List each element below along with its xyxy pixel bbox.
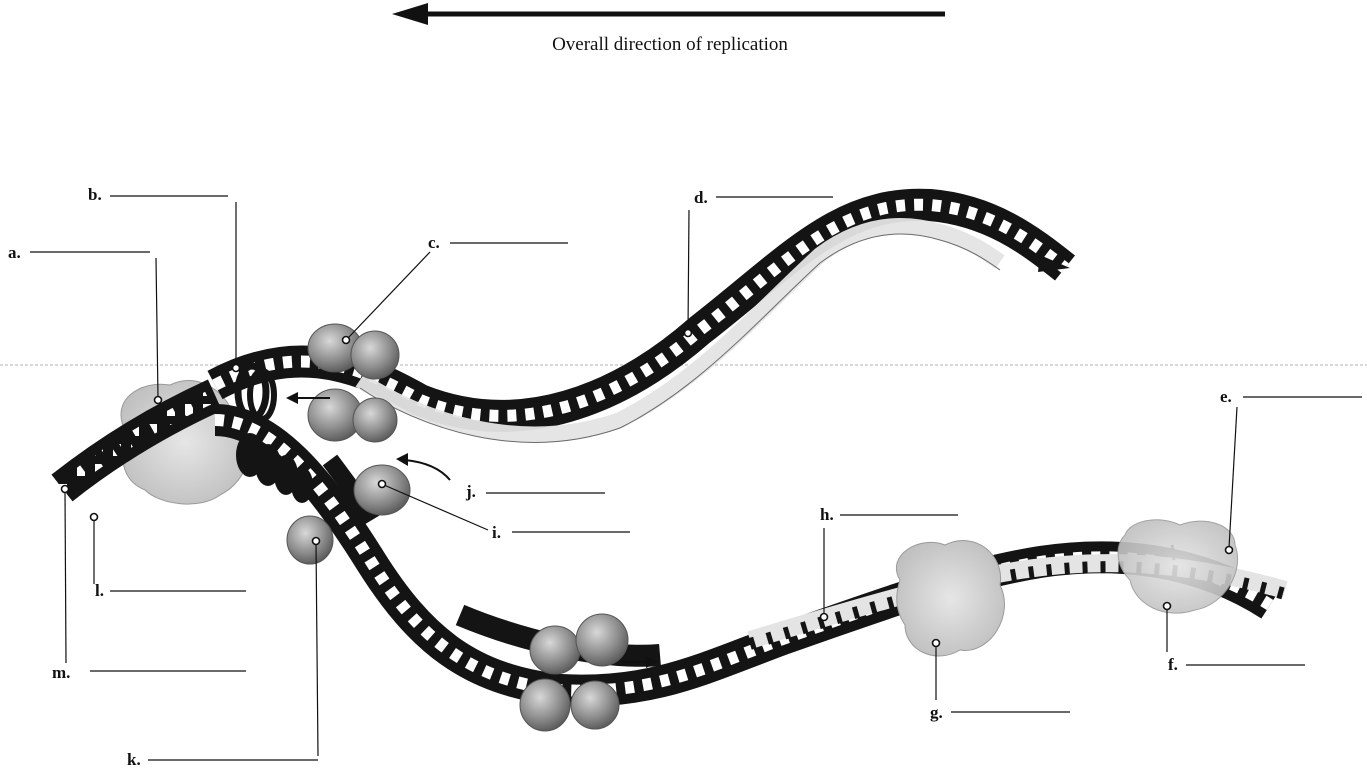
label-m: m. xyxy=(52,486,246,683)
svg-text:g.: g. xyxy=(930,703,943,722)
label-e: e. xyxy=(1220,387,1362,554)
label-l: l. xyxy=(91,514,247,601)
svg-text:c.: c. xyxy=(428,233,440,252)
label-f: f. xyxy=(1164,603,1306,675)
svg-text:i.: i. xyxy=(492,523,501,542)
polymerase-i-blob xyxy=(1118,520,1238,613)
label-i: i. xyxy=(379,481,631,543)
svg-text:f.: f. xyxy=(1168,655,1178,674)
svg-text:h.: h. xyxy=(820,505,834,524)
svg-text:m.: m. xyxy=(52,663,70,682)
label-j: j. xyxy=(465,482,605,501)
label-c: c. xyxy=(343,233,569,344)
svg-text:b.: b. xyxy=(88,185,102,204)
label-b: b. xyxy=(88,185,240,372)
label-k: k. xyxy=(127,538,320,770)
svg-text:j.: j. xyxy=(465,482,476,501)
label-a: a. xyxy=(8,243,162,404)
svg-text:l.: l. xyxy=(95,581,104,600)
svg-text:a.: a. xyxy=(8,243,21,262)
svg-text:d.: d. xyxy=(694,188,708,207)
overall-direction-arrow xyxy=(392,3,945,25)
ligase-blob xyxy=(896,541,1004,656)
svg-text:k.: k. xyxy=(127,750,141,769)
svg-text:e.: e. xyxy=(1220,387,1232,406)
caption-overall-direction: Overall direction of replication xyxy=(552,34,788,55)
